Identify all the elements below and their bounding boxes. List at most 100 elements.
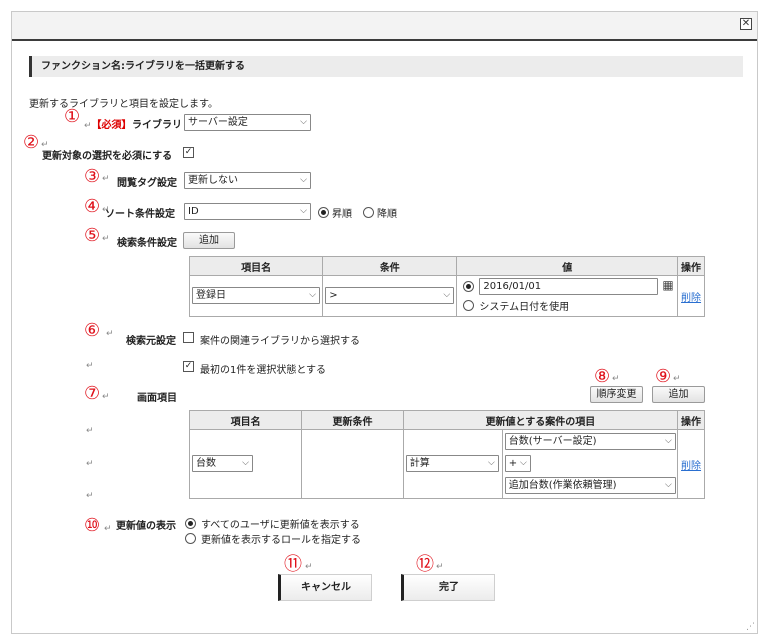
chevron-down-icon: ⌵ <box>309 290 316 300</box>
return-mark: ↵ <box>86 459 94 469</box>
return-mark: ↵ <box>86 361 94 371</box>
cancel-button[interactable]: キャンセル <box>278 574 372 601</box>
sort-field-value: ID <box>188 206 199 217</box>
source-field-2-value: 追加台数(作業依頼管理) <box>508 480 617 491</box>
sort-desc-radio[interactable] <box>363 207 374 218</box>
search-delete-link[interactable]: 削除 <box>681 292 702 304</box>
column-header: 操作 <box>677 256 705 276</box>
screen-item-value: 台数 <box>196 458 216 469</box>
return-mark: ↵ <box>102 392 110 402</box>
sort-asc-radio[interactable] <box>318 207 329 218</box>
display-all-label: すべてのユーザに更新値を表示する <box>201 520 360 531</box>
display-role-radio[interactable] <box>185 533 196 544</box>
sort-asc-label: 昇順 <box>332 209 352 220</box>
update-method-select[interactable]: 計算⌵ <box>405 455 499 472</box>
screen-item-delete-link[interactable]: 削除 <box>681 460 702 472</box>
view-tag-value: 更新しない <box>188 175 238 186</box>
operator-select[interactable]: +⌵ <box>504 455 531 472</box>
marker-4: ④ <box>84 196 101 217</box>
resize-grip-icon[interactable]: ⋰ <box>746 622 755 632</box>
return-mark: ↵ <box>102 205 110 215</box>
return-mark: ↵ <box>86 426 94 436</box>
chevron-down-icon: ⌵ <box>664 436 672 446</box>
column-header: 値 <box>456 256 679 276</box>
display-label: 更新値の表示 <box>116 521 176 532</box>
screen-item-select[interactable]: 台数 ⌵ <box>192 455 253 472</box>
search-label: 検索条件設定 <box>117 238 177 249</box>
done-button[interactable]: 完了 <box>401 574 495 601</box>
view-tag-label: 閲覧タグ設定 <box>117 178 177 189</box>
require-target-checkbox[interactable]: ✓ <box>183 147 194 158</box>
system-date-label: システム日付を使用 <box>479 302 570 313</box>
column-header: 項目名 <box>188 410 303 430</box>
return-mark: ↵ <box>41 140 49 150</box>
marker-11: ⑪ <box>284 554 302 575</box>
return-mark: ↵ <box>102 234 110 244</box>
column-header: 項目名 <box>188 256 324 276</box>
intro-text: 更新するライブラリと項目を設定します。 <box>29 99 218 110</box>
return-mark: ↵ <box>436 562 444 572</box>
system-date-radio[interactable] <box>463 300 475 311</box>
return-mark: ↵ <box>104 524 112 534</box>
update-method-value: 計算 <box>409 458 430 469</box>
chevron-down-icon: ⌵ <box>242 458 249 468</box>
source-label: 検索元設定 <box>126 336 176 347</box>
library-select[interactable]: サーバー設定⌵ <box>184 114 311 131</box>
screen-items-table: 項目名 更新条件 更新値とする案件の項目 操作 台数⌵ 計算⌵ 台数(サーバー設… <box>188 410 705 499</box>
column-divider <box>501 430 503 498</box>
reorder-button[interactable]: 順序変更 <box>590 386 643 403</box>
library-value: サーバー設定 <box>188 117 248 128</box>
table-row: 台数 ⌵ 計算⌵ 台数(サーバー設定) ⌵ +⌵ 追加台数(作業依頼管理) ⌵ 削除 <box>188 429 705 499</box>
return-mark: ↵ <box>102 174 110 184</box>
table-row: 登録日 ⌵ >⌵ 2016/01/01 ▦ システム日付を使用 削除 <box>188 275 705 317</box>
sort-field-select[interactable]: ID ⌵ <box>184 203 311 220</box>
return-mark: ↵ <box>84 121 92 131</box>
library-label: ライブラリ <box>132 120 182 131</box>
screen-items-label: 画面項目 <box>137 393 177 404</box>
display-role-label: 更新値を表示するロールを指定する <box>201 535 361 546</box>
source-field-1-value: 台数(サーバー設定) <box>508 436 597 447</box>
close-icon[interactable]: ✕ <box>740 18 752 30</box>
search-conditions-table: 項目名 条件 値 操作 登録日 ⌵ >⌵ 2016/01/01 ▦ システム日付を… <box>188 256 705 317</box>
return-mark: ↵ <box>106 329 114 339</box>
marker-12: ⑫ <box>416 554 434 575</box>
related-library-label: 案件の関連ライブラリから選択する <box>200 336 360 347</box>
column-header: 操作 <box>677 410 705 430</box>
marker-3: ③ <box>84 166 101 187</box>
column-header: 更新値とする案件の項目 <box>402 410 679 430</box>
related-library-checkbox[interactable] <box>183 332 194 343</box>
return-mark: ↵ <box>673 374 681 384</box>
calendar-icon[interactable]: ▦ <box>662 278 674 292</box>
chevron-down-icon: ⌵ <box>300 175 307 185</box>
screen-items-add-button[interactable]: 追加 <box>652 386 705 403</box>
date-value: 2016/01/01 <box>483 281 542 292</box>
marker-8: ⑧ <box>594 366 611 387</box>
search-item-select[interactable]: 登録日 ⌵ <box>192 287 320 304</box>
date-input[interactable]: 2016/01/01 <box>479 278 659 295</box>
require-target-label: 更新対象の選択を必須にする <box>42 151 173 162</box>
dialog: ✕ ファンクション名:ライブラリを一括更新する 更新するライブラリと項目を設定し… <box>11 11 758 634</box>
chevron-down-icon: ⌵ <box>443 290 451 300</box>
date-value-radio[interactable] <box>463 281 475 292</box>
first-item-checkbox[interactable]: ✓ <box>183 361 194 372</box>
search-add-button[interactable]: 追加 <box>183 232 235 249</box>
marker-10: ⑩ <box>84 515 101 536</box>
operator-value: + <box>508 458 518 469</box>
chevron-down-icon: ⌵ <box>300 206 307 216</box>
marker-7: ⑦ <box>84 383 101 404</box>
return-mark: ↵ <box>305 562 313 572</box>
marker-1: ① <box>64 106 81 127</box>
source-field-2-select[interactable]: 追加台数(作業依頼管理) ⌵ <box>504 477 676 494</box>
sort-label: ソート条件設定 <box>105 209 175 220</box>
chevron-down-icon: ⌵ <box>664 480 672 490</box>
column-header: 条件 <box>322 256 458 276</box>
display-all-radio[interactable] <box>185 518 196 529</box>
search-item-value: 登録日 <box>196 290 226 301</box>
view-tag-select[interactable]: 更新しない ⌵ <box>184 172 311 189</box>
section-header: ファンクション名:ライブラリを一括更新する <box>29 56 743 77</box>
required-badge: 【必須】 <box>91 120 132 131</box>
source-field-1-select[interactable]: 台数(サーバー設定) ⌵ <box>504 433 676 450</box>
search-condition-select[interactable]: >⌵ <box>325 287 455 304</box>
dialog-titlebar: ✕ <box>12 12 757 41</box>
first-item-label: 最初の1件を選択状態とする <box>200 365 327 376</box>
